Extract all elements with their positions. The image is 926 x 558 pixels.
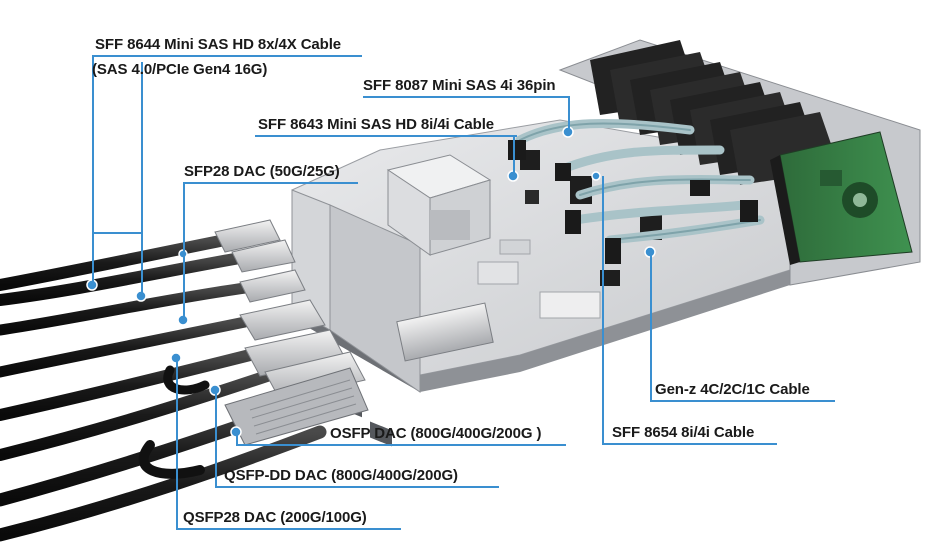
label-sff8087: SFF 8087 Mini SAS 4i 36pin — [363, 77, 556, 94]
leader-genz — [650, 400, 835, 402]
label-sfp28: SFP28 DAC (50G/25G) — [184, 163, 340, 180]
leader-genz-v — [650, 252, 652, 400]
marker-dots — [86, 126, 656, 438]
label-sff8644: SFF 8644 Mini SAS HD 8x/4X Cable — [95, 36, 342, 53]
internal-cables — [515, 118, 765, 245]
leader-qsfpdd — [215, 486, 499, 488]
label-genz: Gen-z 4C/2C/1C Cable — [655, 381, 810, 398]
leader-sff8644-v2 — [141, 62, 143, 296]
leader-qsfp28-v — [176, 358, 178, 528]
board-components — [477, 150, 662, 319]
label-sff8644-sub: (SAS 4.0/PCIe Gen4 16G) — [92, 61, 268, 78]
cpu-socket — [386, 154, 492, 256]
hard-drives — [590, 40, 913, 265]
leader-qsfpdd-v — [215, 390, 217, 486]
leader-sff8644-v1 — [92, 55, 94, 285]
label-sff8643: SFF 8643 Mini SAS HD 8i/4i Cable — [258, 116, 495, 133]
leader-sfp28-v — [183, 182, 185, 320]
leader-sff8654-v — [602, 176, 604, 443]
leader-sff8643-v — [513, 135, 515, 176]
label-sff8654: SFF 8654 8i/4i Cable — [612, 424, 755, 441]
internal-connectors — [508, 140, 758, 264]
io-bracket — [291, 189, 421, 447]
leader-sff8087-v — [568, 96, 570, 132]
leader-sff8654 — [602, 443, 777, 445]
leader-sff8087 — [363, 96, 570, 98]
label-qsfpdd: QSFP-DD DAC (800G/400G/200G) — [224, 467, 458, 484]
label-osfp: OSFP DAC (800G/400G/200G ) — [330, 425, 542, 442]
external-cables — [0, 234, 327, 542]
leader-sfp28 — [183, 182, 358, 184]
leader-osfp-v — [236, 432, 238, 444]
leader-qsfp28 — [176, 528, 401, 530]
dac-heads — [214, 219, 494, 446]
label-qsfp28: QSFP28 DAC (200G/100G) — [183, 509, 367, 526]
leader-osfp — [236, 444, 566, 446]
leader-sff8644-cross — [92, 232, 142, 234]
leader-sff8644 — [92, 55, 362, 57]
leader-sff8643 — [255, 135, 517, 137]
